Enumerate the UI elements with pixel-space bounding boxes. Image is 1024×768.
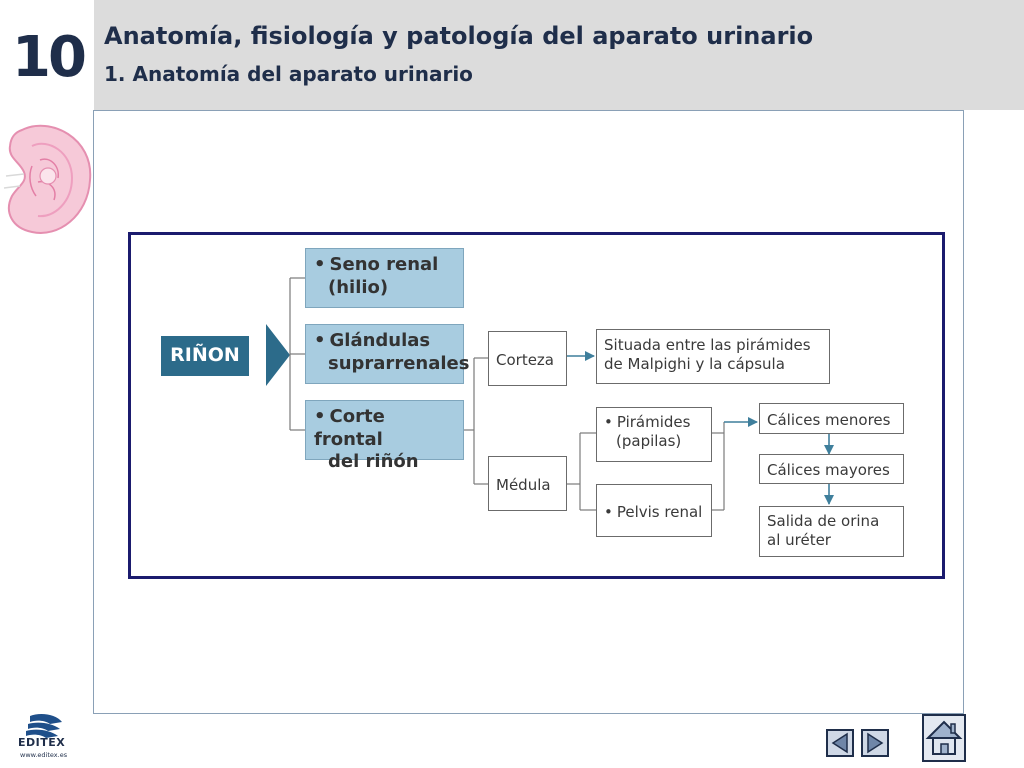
node-salida-orina: Salida de orina al uréter <box>759 506 904 557</box>
editex-logo-icon <box>26 714 62 738</box>
page-subtitle: 1. Anatomía del aparato urinario <box>104 62 473 86</box>
node-calices-mayores: Cálices mayores <box>759 454 904 484</box>
kidney-icon <box>3 124 92 234</box>
page-title: Anatomía, fisiología y patología del apa… <box>104 22 814 50</box>
header-band <box>94 0 1024 110</box>
node-piramides: •Pirámides (papilas) <box>596 407 712 462</box>
logo-text: EDITEX <box>18 736 66 749</box>
triangle-right-icon <box>867 732 884 754</box>
node-calices-menores: Cálices menores <box>759 403 904 434</box>
home-button[interactable] <box>922 714 966 762</box>
node-medula: Médula <box>488 456 567 511</box>
chapter-number: 10 <box>12 25 87 90</box>
node-corteza: Corteza <box>488 331 567 386</box>
home-icon <box>925 720 963 755</box>
node-seno-renal: •Seno renal (hilio) <box>305 248 464 308</box>
node-rinon: RIÑON <box>161 336 249 376</box>
triangle-left-icon <box>831 732 848 754</box>
node-glandulas-suprarrenales: •Glándulas suprarrenales <box>305 324 469 384</box>
next-slide-button[interactable] <box>861 729 889 757</box>
node-pelvis-renal: •Pelvis renal <box>596 484 712 537</box>
root-pointer <box>266 324 290 386</box>
prev-slide-button[interactable] <box>826 729 854 757</box>
node-corte-frontal: •Corte frontal del riñón <box>305 400 464 472</box>
logo-url: www.editex.es <box>20 751 68 759</box>
node-corteza-descripcion: Situada entre las pirámides de Malpighi … <box>596 329 830 384</box>
